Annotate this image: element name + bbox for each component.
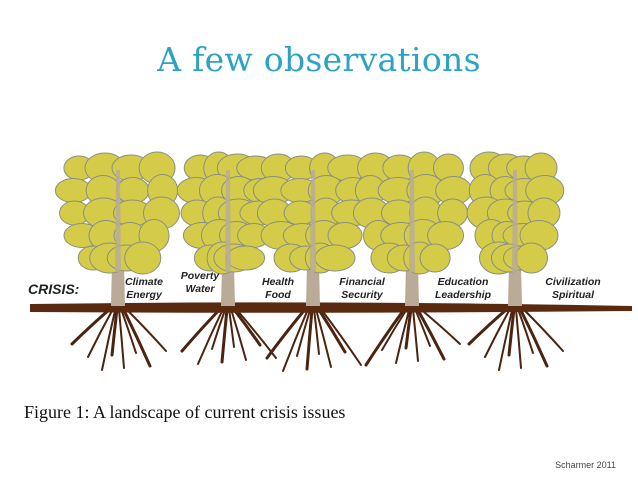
tree-label-line2: Leadership: [434, 289, 492, 301]
tree-foliage: [419, 243, 451, 273]
tree-root: [124, 307, 167, 352]
tree-root: [319, 307, 362, 366]
tree-root: [265, 306, 308, 360]
tree-root: [197, 307, 225, 365]
slide-credit: Scharmer 2011: [555, 460, 616, 470]
crisis-label: CRISIS:: [28, 281, 80, 297]
tree-label-line2: Energy: [126, 289, 162, 301]
tree-label-line2: Water: [185, 283, 215, 295]
tree-label-financial-security: Financial Security: [331, 276, 393, 302]
tree-root: [121, 306, 152, 368]
tree-foliage: [124, 241, 162, 275]
tree-root: [117, 307, 125, 369]
tree-label-poverty-water: Poverty Water: [174, 270, 226, 296]
tree-label-civilization-spiritual: Civilization Spiritual: [536, 276, 610, 302]
tree-root: [305, 306, 314, 371]
tree-trunk-visible: [409, 170, 415, 272]
tree-foliage: [515, 242, 548, 274]
tree-root: [518, 306, 549, 368]
tree-root: [282, 307, 310, 372]
tree-root: [395, 307, 411, 364]
tree-root: [70, 306, 113, 346]
tree-label-climate-energy: Climate Energy: [116, 276, 172, 302]
tree-label-line1: Education: [437, 276, 489, 288]
tree-trunk-visible: [115, 170, 121, 272]
tree-label-line2: Security: [341, 289, 383, 301]
tree-root: [498, 307, 514, 371]
tree-label-line1: Climate: [125, 276, 163, 288]
tree-foliage: [226, 245, 266, 271]
tree-label-line1: Financial: [339, 276, 385, 288]
tree-root: [467, 306, 510, 346]
tree-label-health-food: Health Food: [252, 276, 304, 302]
tree-root: [314, 307, 332, 368]
tree-root: [484, 307, 512, 358]
tree-label-line2: Spiritual: [551, 289, 594, 301]
tree-foliage: [314, 244, 356, 272]
ground-line: [30, 302, 632, 313]
tree-trunk-visible: [310, 170, 316, 272]
tree-label-line1: Civilization: [545, 276, 601, 288]
figure-caption: Figure 1: A landscape of current crisis …: [24, 402, 346, 422]
slide-title: A few observations: [157, 40, 481, 79]
tree-root: [521, 307, 564, 352]
tree-label-line1: Poverty: [180, 270, 220, 282]
tree-landscape-illustration: [30, 151, 632, 372]
tree-root: [180, 306, 223, 353]
tree-label-education-leadership: Education Leadership: [428, 276, 498, 302]
tree-root: [364, 306, 407, 367]
tree-trunk-visible: [225, 170, 231, 272]
tree-root: [514, 307, 522, 369]
tree-root: [234, 307, 277, 359]
tree-label-line2: Food: [265, 289, 291, 301]
tree-root: [415, 306, 446, 361]
tree-trunk-visible: [512, 170, 518, 272]
tree-root: [101, 307, 117, 371]
tree-label-line1: Health: [261, 276, 295, 288]
